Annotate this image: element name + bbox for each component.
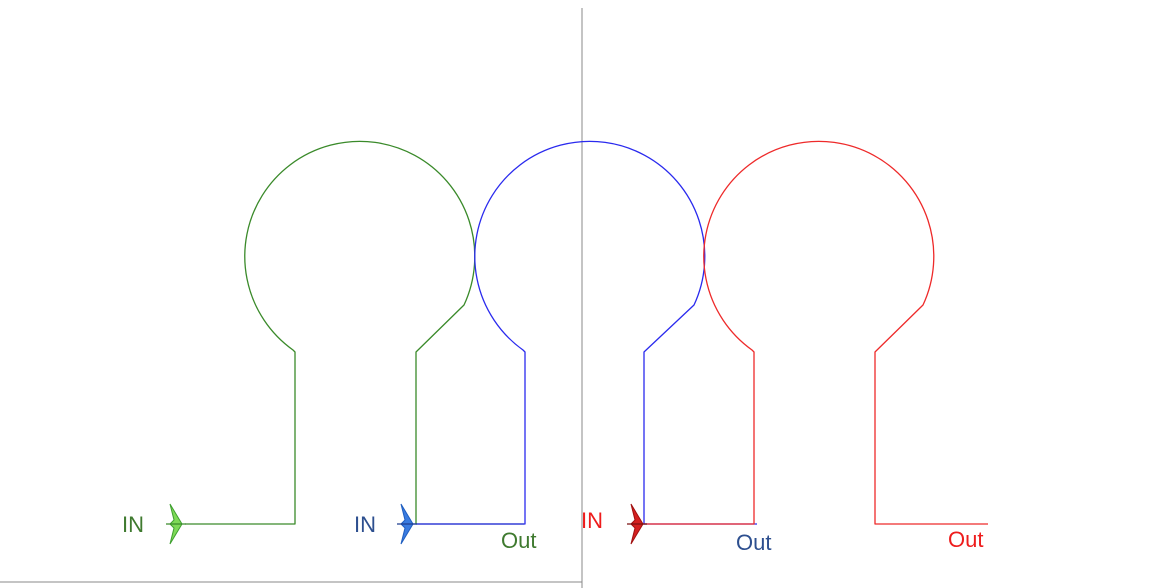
blue-loop [410,140,757,525]
blue-out-label: Out [736,530,771,555]
green-loop [185,140,524,525]
red-arrow-icon [627,503,647,545]
blue-in-label: IN [354,512,376,537]
red-out-label: Out [948,527,983,552]
green-in-label: IN [122,512,144,537]
red-loop [640,140,988,525]
green-out-label: Out [501,528,536,553]
red-in-label: IN [581,508,603,533]
blue-arrow-icon [397,503,417,545]
green-arrow-icon [166,503,186,545]
